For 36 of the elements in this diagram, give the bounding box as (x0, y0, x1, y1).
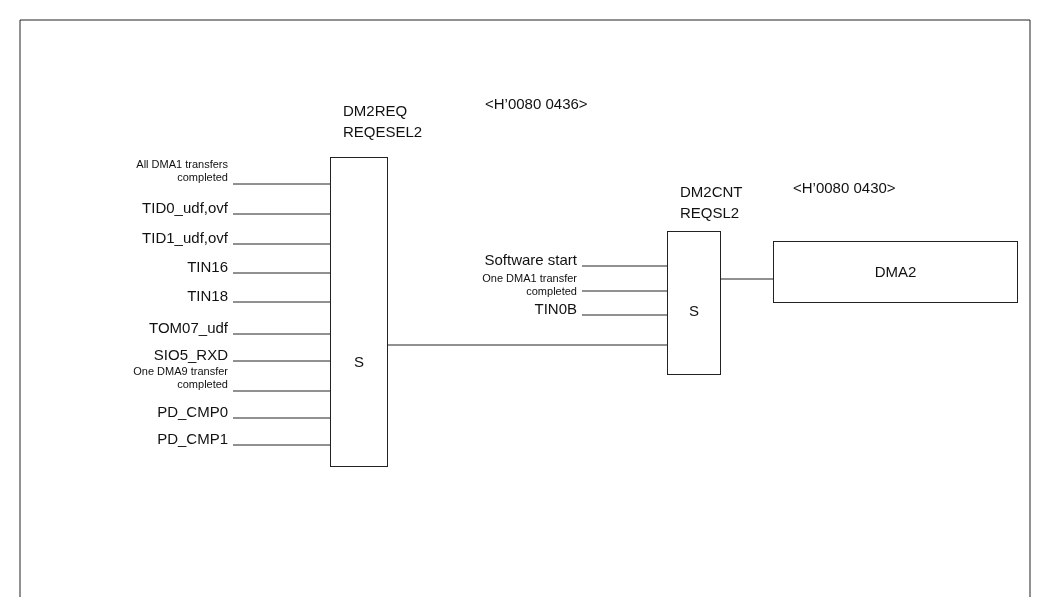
signal-label: TIN0B (400, 299, 582, 318)
module-name: DMA2 (873, 263, 918, 280)
signal-label: One DMA1 transfer completed (462, 272, 582, 302)
signal-line (232, 417, 331, 419)
signal-label: SIO5_RXD (73, 345, 233, 364)
signal-line (232, 333, 331, 335)
signal-label: TOM07_udf (73, 318, 233, 337)
signal-label: All DMA1 transfers completed (118, 158, 233, 188)
signal-line (232, 213, 331, 215)
signal-label: TIN16 (73, 257, 233, 276)
signal-label: TID1_udf,ovf (73, 228, 233, 247)
signal-line (581, 290, 668, 292)
signal-line (232, 444, 331, 446)
signal-label: PD_CMP1 (73, 429, 233, 448)
signal-line (581, 314, 668, 316)
signal-line (232, 360, 331, 362)
signal-label: One DMA9 transfer completed (118, 365, 233, 395)
signal-line (232, 390, 331, 392)
address-label: <H’0080 0430> (793, 179, 896, 196)
signal-label: TIN18 (73, 286, 233, 305)
register-heading: DM2REQ REQESEL2 (342, 101, 424, 142)
selector-mark: S (688, 302, 700, 319)
signal-line (581, 265, 668, 267)
register-heading: DM2CNT REQSL2 (679, 182, 744, 223)
signal-line (387, 344, 668, 346)
address-label: <H’0080 0436> (485, 95, 588, 112)
signal-line (232, 183, 331, 185)
signal-label: PD_CMP0 (73, 402, 233, 421)
signal-label: TID0_udf,ovf (73, 198, 233, 217)
signal-line (232, 243, 331, 245)
signal-line (232, 272, 331, 274)
selector-mark: S (353, 353, 365, 370)
signal-label: Software start (400, 250, 582, 269)
signal-line (720, 278, 774, 280)
module-box (773, 241, 1018, 303)
signal-line (232, 301, 331, 303)
